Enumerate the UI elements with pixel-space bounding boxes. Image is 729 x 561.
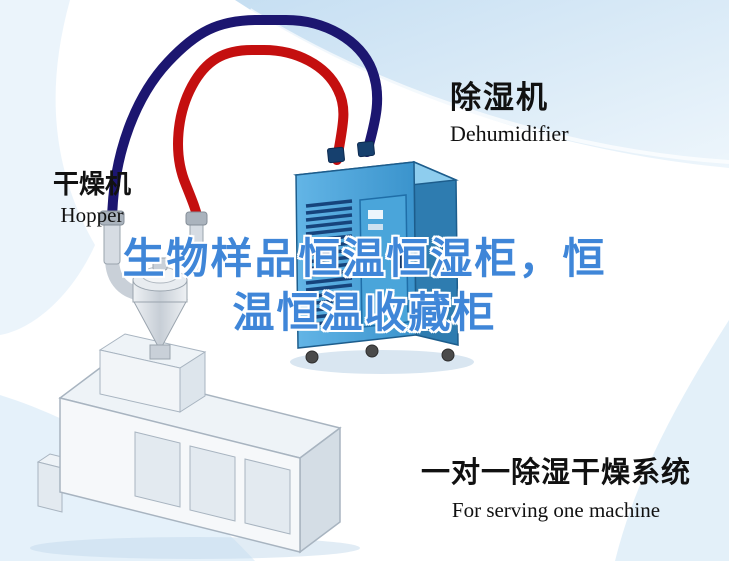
dehumidifier-wheel xyxy=(305,350,319,364)
connector-navy-port xyxy=(357,140,375,158)
watermark-line-1: 生物样品恒温恒湿柜，恒 xyxy=(122,235,607,282)
dehumidifier-label-en: Dehumidifier xyxy=(450,121,569,146)
machine-panel xyxy=(244,458,291,535)
dehumidifier-label: 除湿机 Dehumidifier xyxy=(450,72,620,147)
caption-cn: 一对一除湿干燥系统 xyxy=(420,457,691,489)
background-sweep-left xyxy=(0,0,95,335)
watermark-line-2: 温恒温收藏柜 xyxy=(232,288,497,336)
red-hose-fitting xyxy=(185,211,208,226)
cyclone-cap xyxy=(152,257,168,271)
watermark-title: 生物样品恒温恒湿柜，恒 温恒温收藏柜 xyxy=(0,232,729,340)
dehumidifier-grille xyxy=(305,199,353,327)
dryer-label: 干燥机 Hopper xyxy=(42,164,142,228)
dehumidifier-label-cn: 除湿机 xyxy=(450,80,549,115)
hopper-machine-illustration xyxy=(30,210,360,559)
machine-panel xyxy=(189,445,236,522)
dryer-label-en: Hopper xyxy=(60,203,124,227)
dehumidifier-illustration xyxy=(290,160,474,374)
caption-block: 一对一除湿干燥系统 For serving one machine xyxy=(400,449,712,523)
connector-red-port xyxy=(327,146,345,164)
dryer-label-cn: 干燥机 xyxy=(52,169,131,199)
feed-throat xyxy=(149,344,171,360)
background-sweep-bottom-right xyxy=(615,320,729,561)
dehumidifier-shadow xyxy=(290,350,474,374)
navy-hose-fitting xyxy=(99,210,125,226)
dehumidifier-wheel xyxy=(365,344,379,358)
caption-en: For serving one machine xyxy=(451,498,661,522)
pedestal-front xyxy=(99,349,181,413)
machine-step-front xyxy=(37,461,63,513)
dehumidifier-wheel xyxy=(441,348,455,362)
dehumidifier-sticker xyxy=(368,210,383,219)
dehumidifier-sticker-2 xyxy=(368,224,383,230)
dehumidifier-door-handle xyxy=(396,253,402,268)
red-supply-hose xyxy=(173,45,349,226)
machine-panel xyxy=(134,431,181,508)
background-highlight-curve xyxy=(248,8,729,164)
dehumidifier-hose-connectors xyxy=(327,140,375,164)
navy-return-hose xyxy=(107,15,383,227)
